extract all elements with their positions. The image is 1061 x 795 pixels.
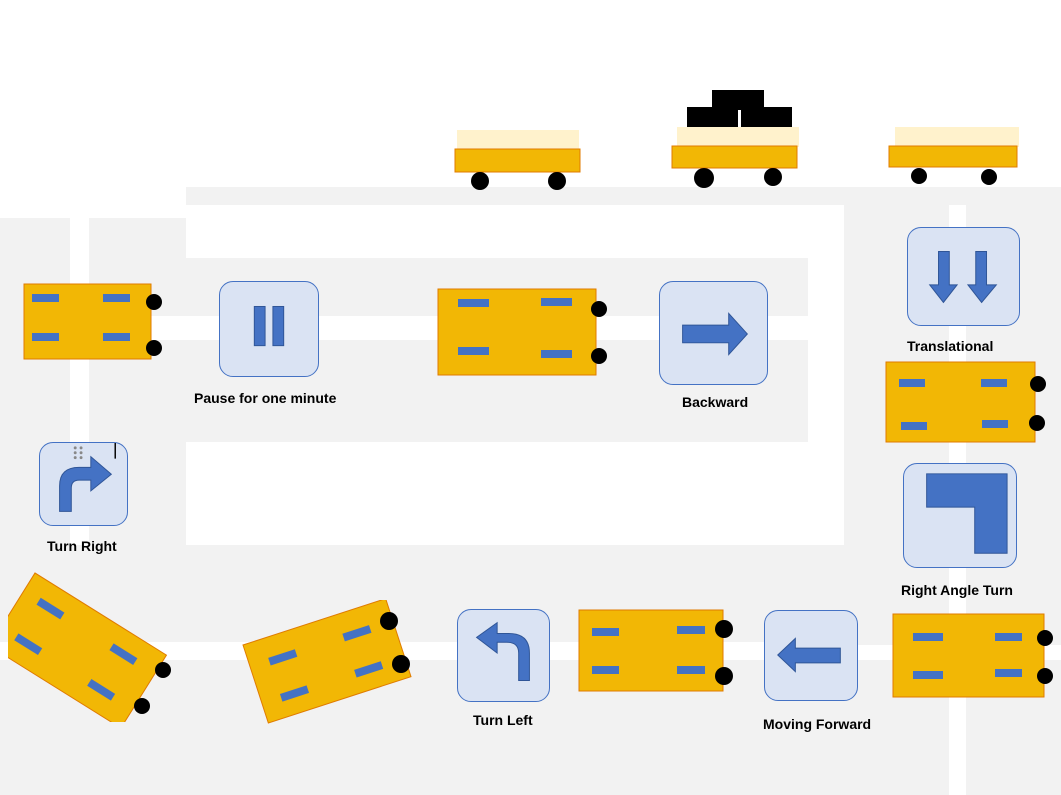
turn-right-label: Turn Right <box>47 538 117 554</box>
pause-icon <box>253 305 285 347</box>
pause-label: Pause for one minute <box>194 390 337 406</box>
cart-empty-right <box>888 127 1019 185</box>
car-right-lower <box>892 613 1053 698</box>
car-bottom-tilted-left <box>8 572 171 722</box>
car-bottom-tilted-right <box>242 600 412 724</box>
right-angle-turn-button[interactable] <box>903 463 1017 568</box>
right-angle-turn-label: Right Angle Turn <box>901 582 1013 598</box>
turn-right-button[interactable] <box>39 442 128 526</box>
car-left-top <box>23 283 162 360</box>
floor-top <box>186 187 1061 205</box>
arrow-right-icon <box>682 312 748 356</box>
arrow-left-icon <box>777 637 841 673</box>
turn-left-arrow-icon <box>475 621 530 681</box>
turn-right-arrow-icon <box>59 443 116 512</box>
car-right-upper <box>885 361 1046 443</box>
double-arrow-down-icon <box>928 251 998 304</box>
right-angle-icon <box>926 473 1008 554</box>
translational-label: Translational <box>907 338 994 354</box>
backward-button[interactable] <box>659 281 768 385</box>
moving-forward-label: Moving Forward <box>763 716 872 732</box>
car-middle <box>437 288 607 376</box>
moving-forward-button[interactable] <box>764 610 858 701</box>
car-bottom-middle <box>578 609 733 692</box>
backward-label: Backward <box>682 394 749 410</box>
turn-left-button[interactable] <box>457 609 550 702</box>
turn-left-label: Turn Left <box>473 712 533 728</box>
pause-button[interactable] <box>219 281 319 377</box>
cart-empty-left <box>454 130 581 190</box>
cart-loaded <box>671 90 799 188</box>
translational-button[interactable] <box>907 227 1020 326</box>
